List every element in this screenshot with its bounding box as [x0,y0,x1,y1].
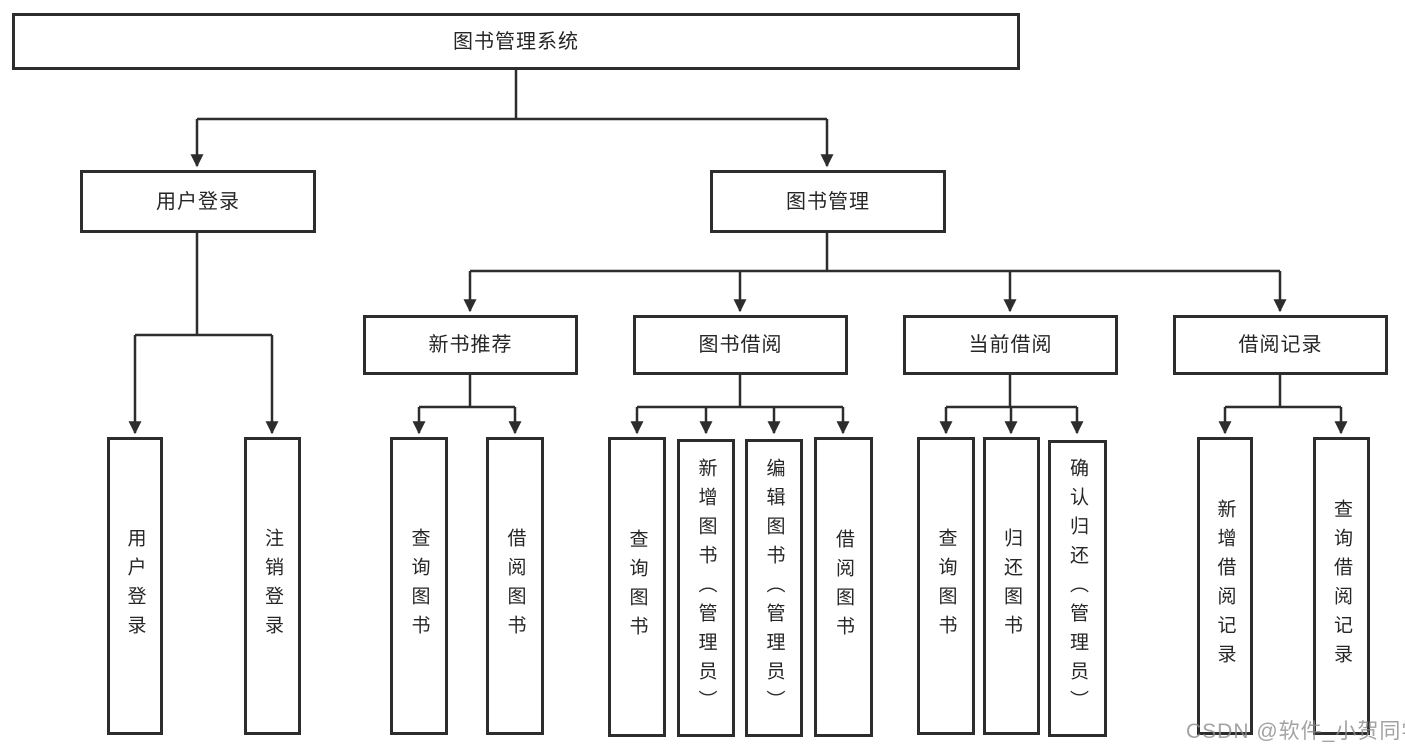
leaf-edit-book-admin: 编辑图书（管理员） [745,439,803,737]
leaf-logout: 注销登录 [244,437,301,735]
leaf-borrow-books-recommend: 借阅图书 [486,437,544,735]
leaf-query-books-current: 查询图书 [917,437,975,735]
node-book-borrowing: 图书借阅 [633,315,848,375]
leaf-query-books-recommend: 查询图书 [390,437,448,735]
leaf-query-books-borrowing: 查询图书 [608,437,666,737]
leaf-add-borrow-record: 新增借阅记录 [1197,437,1253,735]
leaf-user-login: 用户登录 [107,437,163,735]
leaf-add-book-admin: 新增图书（管理员） [677,439,735,737]
leaf-borrow-books-borrowing: 借阅图书 [814,437,873,737]
csdn-watermark: CSDN @软件_小贺同学 [1186,720,1405,743]
node-borrowing-records: 借阅记录 [1173,315,1388,375]
leaf-return-book: 归还图书 [983,437,1040,735]
node-book-management: 图书管理 [710,170,946,233]
node-user-login-branch: 用户登录 [80,170,316,233]
node-current-borrowing: 当前借阅 [903,315,1118,375]
node-new-book-recommend: 新书推荐 [363,315,578,375]
leaf-confirm-return-admin: 确认归还（管理员） [1048,440,1107,737]
leaf-query-borrow-record: 查询借阅记录 [1313,437,1370,735]
node-library-management-system: 图书管理系统 [12,13,1020,70]
